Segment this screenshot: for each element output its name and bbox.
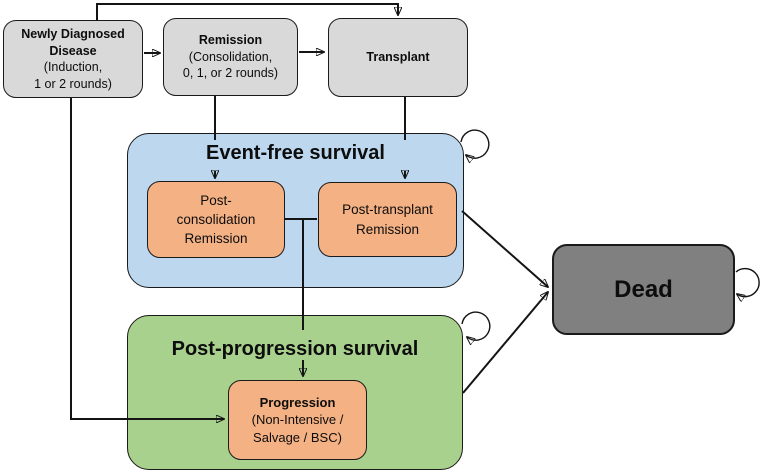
selfloop-pps [461, 311, 491, 340]
node-dead: Dead [552, 244, 735, 335]
remission-detail: (Consolidation, 0, 1, or 2 rounds) [182, 49, 279, 81]
node-transplant: Transplant [328, 18, 468, 97]
post-transplant-label: Post-transplant Remission [342, 202, 433, 237]
selfloop-efs [460, 129, 490, 158]
node-newly-diagnosed: Newly Diagnosed Disease (Induction, 1 or… [3, 20, 143, 98]
edge-pps-to-dead [462, 292, 548, 394]
dead-title: Dead [614, 275, 673, 303]
selfloop-dead [736, 267, 760, 297]
node-progression: Progression (Non-Intensive / Salvage / B… [228, 380, 367, 460]
edge-efs-to-dead [461, 210, 548, 287]
node-post-consolidation-remission: Post- consolidation Remission [147, 181, 285, 258]
progression-title: Progression [259, 395, 336, 411]
efs-title: Event-free survival [206, 142, 385, 164]
post-consolidation-label: Post- consolidation Remission [176, 192, 256, 247]
progression-detail: (Non-Intensive / Salvage / BSC) [251, 412, 344, 445]
transplant-title: Transplant [366, 50, 430, 65]
node-remission: Remission (Consolidation, 0, 1, or 2 rou… [163, 18, 298, 96]
node-post-transplant-remission: Post-transplant Remission [318, 182, 457, 257]
remission-title: Remission [198, 33, 263, 48]
newly-diagnosed-title: Newly Diagnosed Disease [21, 27, 125, 58]
pps-title: Post-progression survival [171, 338, 419, 360]
newly-diagnosed-detail: (Induction, 1 or 2 rounds) [34, 60, 112, 91]
